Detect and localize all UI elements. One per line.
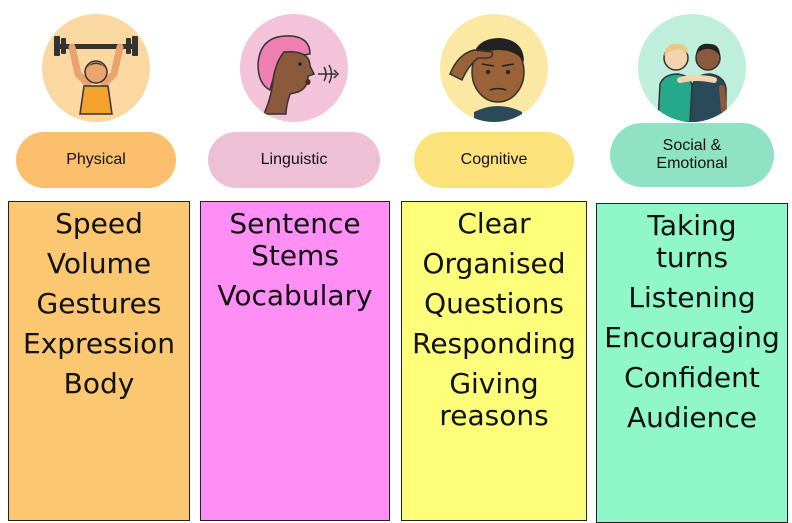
list-item: Audience — [626, 400, 758, 434]
list-item: Responding — [412, 326, 576, 360]
list-item: Confident — [624, 360, 760, 394]
list-item: Body — [63, 366, 135, 400]
cognitive-column: Cognitive Clear Organised Questions Resp… — [398, 0, 590, 521]
list-item: Taking turns — [647, 209, 737, 274]
social-emotional-box: Taking turns Listening Encouraging Confi… — [596, 203, 788, 523]
list-item: Questions — [424, 286, 564, 320]
list-item: Organised — [422, 246, 566, 280]
linguistic-column: Linguistic Sentence Stems Vocabulary — [198, 0, 390, 521]
list-item: Giving reasons — [439, 366, 549, 432]
linguistic-box: Sentence Stems Vocabulary — [200, 201, 390, 521]
list-item: Listening — [628, 280, 756, 314]
social-emotional-column: Social & Emotional Taking turns Listenin… — [596, 0, 788, 523]
cognitive-box: Clear Organised Questions Responding Giv… — [401, 201, 587, 521]
list-item: Sentence Stems — [229, 207, 361, 272]
list-item: Encouraging — [604, 320, 780, 354]
cognitive-label: Cognitive — [414, 132, 574, 188]
weightlifter-icon — [42, 14, 150, 122]
list-item: Expression — [23, 326, 175, 360]
list-item: Gestures — [36, 286, 162, 320]
list-item: Volume — [46, 246, 152, 280]
list-item: Speed — [55, 207, 143, 240]
linguistic-label: Linguistic — [208, 132, 380, 188]
physical-label: Physical — [16, 132, 176, 188]
thinking-person-icon — [440, 14, 548, 122]
list-item: Vocabulary — [217, 278, 373, 312]
friends-hugging-icon — [638, 14, 746, 122]
physical-column: Physical Speed Volume Gestures Expressio… — [0, 0, 192, 521]
physical-box: Speed Volume Gestures Expression Body — [8, 201, 190, 521]
list-item: Clear — [457, 207, 531, 240]
social-emotional-label: Social & Emotional — [610, 123, 774, 187]
speaking-person-icon — [240, 14, 348, 122]
